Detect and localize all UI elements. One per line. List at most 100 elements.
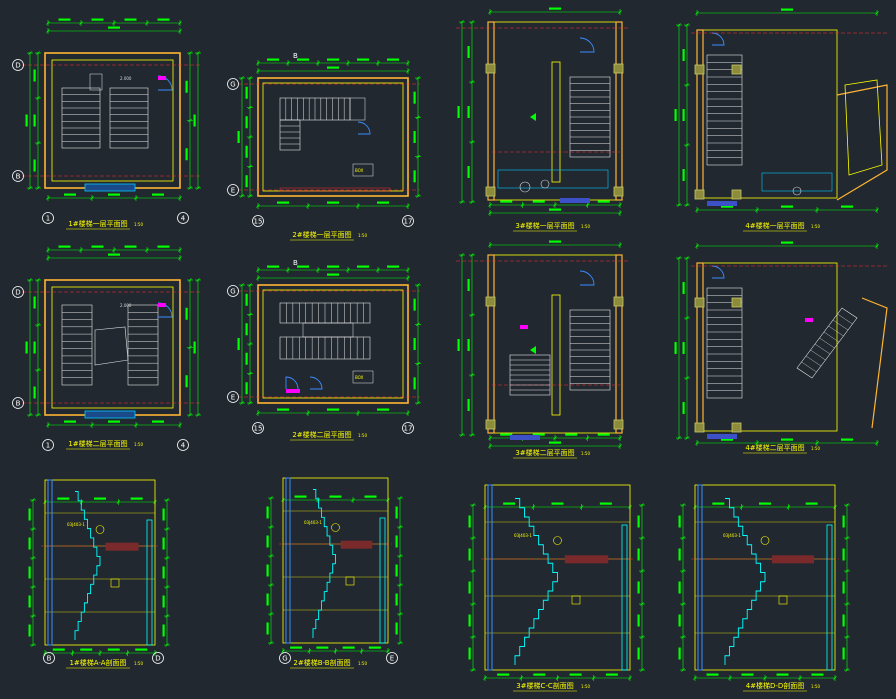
dimension-value-glyph — [467, 399, 470, 411]
dimension-slash — [248, 105, 252, 110]
dimension-slash — [685, 436, 689, 440]
dimension-slash — [470, 140, 474, 144]
stair-flight — [569, 309, 611, 391]
dimension-value-glyph — [267, 58, 279, 61]
dimension-chain — [695, 205, 879, 213]
dimension-value-glyph — [64, 420, 76, 423]
dimension-value-glyph — [599, 502, 612, 505]
dimension-chain — [488, 441, 622, 449]
wall-left — [487, 21, 495, 201]
dimension-slash — [112, 21, 116, 25]
dimension-slash — [188, 118, 192, 123]
dimension-slash — [798, 676, 802, 680]
grid-label: B — [47, 655, 52, 663]
door-swing — [711, 32, 725, 46]
entrance-glass — [707, 434, 737, 439]
dimension-slash — [677, 203, 681, 207]
door-swing — [309, 376, 323, 390]
dimension-slash — [196, 51, 200, 55]
dimension-value-glyph — [327, 201, 339, 204]
dimension-value-glyph — [28, 508, 31, 521]
dimension-slash — [695, 208, 699, 212]
stair-profile-upper — [725, 498, 766, 582]
dimension-value-glyph — [58, 18, 71, 21]
drawing-scale: 1:50 — [581, 224, 590, 229]
grid-label: 15 — [254, 218, 263, 226]
dimension-value-glyph — [565, 433, 578, 436]
grid-bubble — [227, 78, 239, 90]
stair-outline — [109, 87, 149, 149]
grid-label: E — [231, 394, 235, 402]
dimension-slash — [416, 76, 420, 80]
stair-profile-lower — [74, 565, 100, 640]
grid-bubble — [12, 286, 24, 298]
grid-label: 1 — [46, 442, 50, 450]
dimension-value-glyph — [91, 18, 104, 21]
dimension-chain — [46, 245, 182, 253]
dimension-chain — [256, 273, 410, 281]
dimension-slash — [398, 641, 402, 645]
dimension-chain — [256, 201, 410, 209]
dimension-value-glyph — [467, 106, 470, 118]
dimension-slash — [36, 323, 40, 327]
dimension-value-glyph — [503, 502, 516, 505]
dimension-value-glyph — [805, 502, 818, 505]
door — [285, 376, 299, 390]
dimension-value-glyph — [413, 338, 416, 350]
dimension-value-glyph — [58, 245, 71, 248]
dimension-chain — [488, 208, 622, 216]
dimension-chain — [46, 253, 182, 261]
dimension-slash — [488, 436, 492, 440]
dimension-slash — [875, 11, 879, 15]
dimension-chain — [842, 503, 850, 672]
dimension-value-glyph — [637, 548, 640, 561]
dimension-slash — [640, 668, 644, 672]
dimension-slash — [398, 583, 402, 587]
dimension-chain — [185, 51, 193, 190]
dimension-slash — [79, 21, 83, 25]
section-wall — [826, 524, 833, 671]
dimension-chain — [33, 278, 41, 417]
stair-profile-upper — [75, 491, 101, 566]
dimension-slash — [240, 401, 244, 405]
dimension-slash — [256, 61, 260, 65]
dimension-chain — [483, 673, 632, 681]
dimension-value-glyph — [327, 408, 339, 411]
structural-column — [694, 64, 705, 75]
dimension-value-glyph — [395, 593, 398, 606]
dimension-slash — [845, 635, 849, 639]
dimension-value-glyph — [413, 131, 416, 143]
dimension-chain — [237, 76, 245, 198]
wall-left — [487, 254, 495, 434]
dimension-value-glyph — [162, 624, 165, 637]
dimension-value-glyph — [266, 535, 269, 548]
dimension-slash — [46, 21, 50, 25]
drawing-title: 4#楼梯二层平面图 — [745, 443, 804, 452]
dimension-value-glyph — [108, 26, 120, 29]
dimension-slash — [240, 76, 244, 80]
drawing-title: 4#楼梯一层平面图 — [745, 221, 804, 230]
drawing-scale: 1:50 — [581, 684, 590, 689]
dimension-chain — [413, 283, 421, 405]
stair-well — [302, 322, 354, 338]
dimension-slash — [640, 635, 644, 639]
dimension-slash — [196, 278, 200, 282]
dimension-value-glyph — [28, 566, 31, 579]
dimension-slash — [306, 204, 310, 208]
sanitary-area — [497, 169, 609, 189]
dimension-slash — [376, 268, 380, 272]
grid-bubble — [12, 59, 24, 71]
dimension-value-glyph — [637, 515, 640, 528]
dimension-slash — [79, 248, 83, 252]
dimension-slash — [359, 649, 364, 653]
entrance-glass — [510, 435, 540, 440]
stair-tread — [832, 319, 849, 331]
dimension-chain — [256, 66, 410, 74]
dimension-value-glyph — [33, 341, 36, 354]
dimension-chain — [237, 283, 245, 405]
dimension-value-glyph — [468, 614, 471, 627]
dimension-slash — [681, 602, 685, 606]
plan-d3 — [456, 7, 630, 216]
